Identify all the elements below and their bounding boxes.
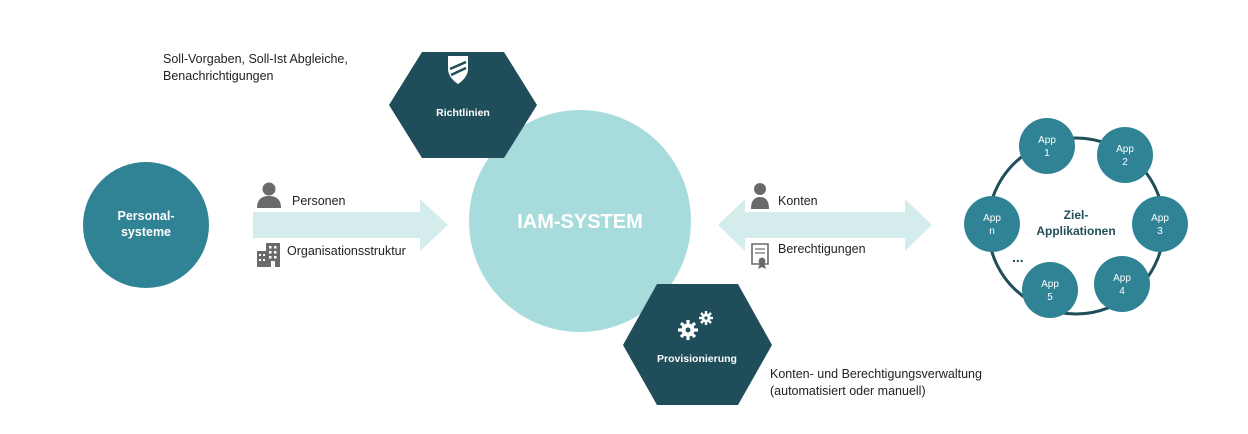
- user-icon: [751, 183, 769, 209]
- app-label-line2: 5: [1047, 292, 1053, 303]
- app-label: App 3: [1140, 212, 1180, 238]
- provisioning-description-line2: (automatisiert oder manuell): [770, 384, 926, 398]
- app-label-line2: 3: [1157, 226, 1163, 237]
- app-label-line1: App: [1151, 213, 1169, 224]
- provisioning-hexagon: [623, 284, 772, 405]
- app-label-line1: App: [1113, 273, 1131, 284]
- shield-icon: [448, 56, 468, 84]
- app-node: [1022, 262, 1078, 318]
- gears-icon: [678, 311, 713, 340]
- app-label-line1: App: [1038, 135, 1056, 146]
- iam-system-label: IAM-SYSTEM: [517, 211, 643, 233]
- personal-systems-line2: systeme: [120, 225, 172, 239]
- app-node: [1094, 256, 1150, 312]
- policies-hexagon: [389, 52, 537, 158]
- app-label-line1: App: [1116, 144, 1134, 155]
- left-flow-arrow: [253, 199, 448, 251]
- app-label-line2: n: [989, 226, 995, 237]
- app-node: [1019, 118, 1075, 174]
- permissions-label: Berechtigungen: [778, 242, 866, 256]
- provisioning-description: Konten- und Berechtigungsverwaltung (aut…: [770, 366, 982, 400]
- app-label: App 2: [1105, 143, 1145, 169]
- personal-systems-line1: Personal-: [117, 209, 175, 223]
- provisioning-description-line1: Konten- und Berechtigungsverwaltung: [770, 367, 982, 381]
- policies-description-line2: Benachrichtigungen: [163, 69, 274, 83]
- policies-description: Soll-Vorgaben, Soll-Ist Abgleiche, Benac…: [163, 51, 348, 85]
- personal-systems-circle: [83, 162, 209, 288]
- apps-ellipsis: ...: [1012, 249, 1024, 265]
- app-label-line1: App: [1041, 279, 1059, 290]
- app-label: App 1: [1027, 134, 1067, 160]
- iam-system-circle: [469, 110, 691, 332]
- app-node: [964, 196, 1020, 252]
- policies-description-line1: Soll-Vorgaben, Soll-Ist Abgleiche,: [163, 52, 348, 66]
- organization-structure-label: Organisationsstruktur: [287, 244, 406, 258]
- accounts-label: Konten: [778, 194, 818, 208]
- app-label-line2: 1: [1044, 148, 1050, 159]
- app-label-line1: App: [983, 213, 1001, 224]
- provisioning-label: Provisionierung: [657, 353, 737, 365]
- right-flow-arrow: [718, 199, 932, 251]
- target-apps-title-line2: Applikationen: [1036, 224, 1116, 238]
- app-label: App 5: [1030, 278, 1070, 304]
- target-apps-title-line1: Ziel-: [1063, 208, 1089, 222]
- target-apps-title: Ziel- Applikationen: [1026, 207, 1126, 239]
- app-label: App 4: [1102, 272, 1142, 298]
- app-node: [1097, 127, 1153, 183]
- persons-label: Personen: [292, 194, 346, 208]
- app-label-line2: 4: [1119, 286, 1125, 297]
- policies-label: Richtlinien: [436, 107, 490, 119]
- person-icon: [257, 182, 281, 208]
- building-icon: [257, 243, 280, 267]
- app-label: App n: [972, 212, 1012, 238]
- app-node: [1132, 196, 1188, 252]
- app-label-line2: 2: [1122, 157, 1128, 168]
- certificate-icon: [751, 243, 769, 269]
- personal-systems-label: Personal- systeme: [86, 208, 206, 240]
